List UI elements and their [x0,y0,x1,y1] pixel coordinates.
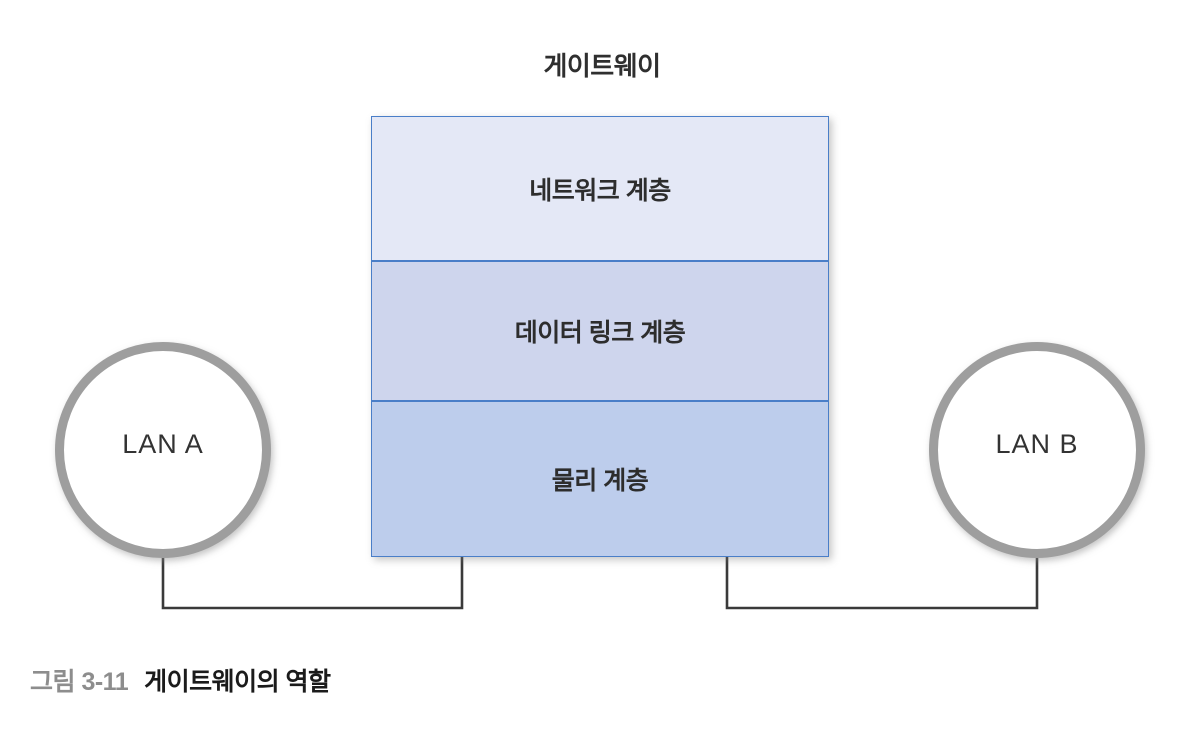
gateway-layer-network-label: 네트워크 계층 [529,176,671,205]
lan-node-b: LAN B [929,342,1145,558]
figure-caption-number: 그림 3-11 [30,668,129,696]
gateway-layer-physical-label: 물리 계층 [551,467,649,495]
gateway-stack: 네트워크 계층 데이터 링크 계층 물리 계층 [371,116,829,557]
diagram-title: 게이트웨이 [543,51,661,81]
connector-gateway-to-lan-b [725,557,1039,610]
connector-lan-a-to-gateway [161,557,464,610]
lan-node-a-label: LAN A [122,428,204,459]
gateway-layer-network: 네트워크 계층 [371,116,829,261]
gateway-layer-data-link: 데이터 링크 계층 [371,261,829,401]
lan-node-b-label: LAN B [995,428,1079,459]
lan-node-a: LAN A [55,342,271,558]
figure-caption-text: 게이트웨이의 역할 [144,668,331,696]
gateway-layer-data-link-label: 데이터 링크 계층 [514,319,686,347]
figure-caption: 그림 3-11 게이트웨이의 역할 [30,662,331,698]
gateway-layer-physical: 물리 계층 [371,401,829,557]
